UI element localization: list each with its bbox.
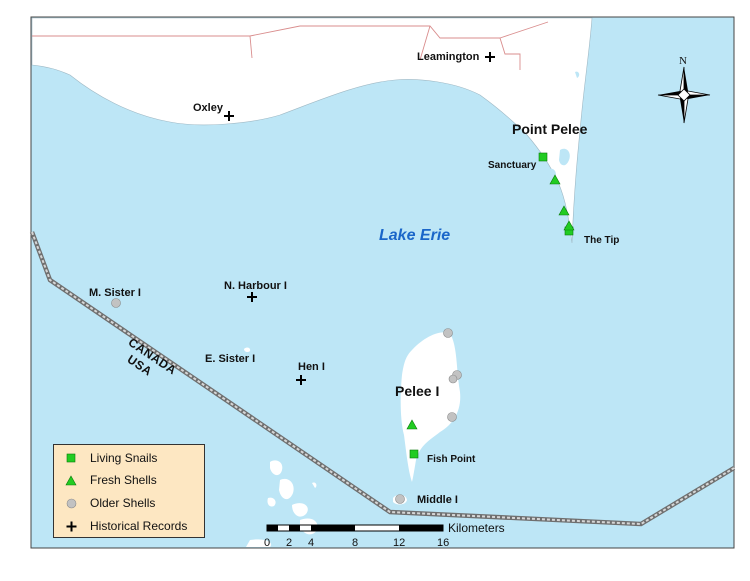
older-shells-marker <box>448 374 458 384</box>
legend-label: Historical Records <box>90 519 188 533</box>
grey-circle-icon <box>62 496 80 510</box>
historical-record-marker <box>296 375 306 385</box>
scale-tick-label: 2 <box>286 537 293 549</box>
fresh-shells-marker <box>406 419 418 430</box>
fresh-shells-marker <box>563 220 575 231</box>
label-n-harbour-island: N. Harbour I <box>224 280 287 292</box>
label-fish-point: Fish Point <box>427 454 476 465</box>
legend-item-historical-records: Historical Records <box>62 517 187 535</box>
label-leamington: Leamington <box>417 51 480 63</box>
marsh-pond <box>575 71 580 78</box>
scale-unit-label: Kilometers <box>448 521 505 535</box>
scale-tick-label: 0 <box>264 537 271 549</box>
international-border-inner <box>31 231 735 526</box>
legend-item-older-shells: Older Shells <box>62 494 155 512</box>
scale-bar <box>266 524 444 532</box>
scale-tick-label: 8 <box>352 537 359 549</box>
green-square-icon <box>62 451 80 465</box>
older-shells-marker <box>395 494 405 504</box>
legend-item-fresh-shells: Fresh Shells <box>62 471 157 489</box>
legend: Living Snails Fresh Shells Older Shells … <box>53 444 205 538</box>
label-hen-island: Hen I <box>298 361 325 373</box>
legend-label: Living Snails <box>90 451 158 465</box>
label-pelee-island: Pelee I <box>395 383 440 399</box>
north-arrow-icon <box>657 66 711 124</box>
label-middle-island: Middle I <box>417 494 458 506</box>
scale-tick-label: 16 <box>437 537 450 549</box>
label-point-pelee: Point Pelee <box>512 121 588 137</box>
pelee-island <box>400 332 461 482</box>
historical-record-marker <box>224 111 234 121</box>
label-the-tip: The Tip <box>584 235 620 246</box>
historical-record-marker <box>485 52 495 62</box>
historical-record-marker <box>247 292 257 302</box>
mainland <box>31 17 593 244</box>
green-triangle-icon <box>62 473 80 487</box>
label-m-sister-island: M. Sister I <box>89 287 141 299</box>
north-label: N <box>679 55 687 67</box>
older-shells-marker <box>111 298 121 308</box>
east-sister-island <box>244 347 251 353</box>
legend-label: Older Shells <box>90 496 156 510</box>
legend-label: Fresh Shells <box>90 473 157 487</box>
label-oxley: Oxley <box>193 102 223 114</box>
living-snails-marker <box>409 449 419 459</box>
living-snails-marker <box>538 152 548 162</box>
fresh-shells-marker <box>549 174 561 185</box>
fresh-shells-marker <box>558 205 570 216</box>
marsh-pond <box>559 148 570 166</box>
scale-tick-label: 4 <box>308 537 315 549</box>
township-line <box>32 21 549 70</box>
label-sanctuary: Sanctuary <box>488 160 537 171</box>
label-lake-erie: Lake Erie <box>379 227 451 244</box>
label-e-sister-island: E. Sister I <box>205 353 256 365</box>
older-shells-marker <box>443 328 453 338</box>
scale-tick-label: 12 <box>393 537 406 549</box>
black-cross-icon <box>62 519 80 533</box>
legend-item-living-snails: Living Snails <box>62 449 157 467</box>
older-shells-marker <box>447 412 457 422</box>
